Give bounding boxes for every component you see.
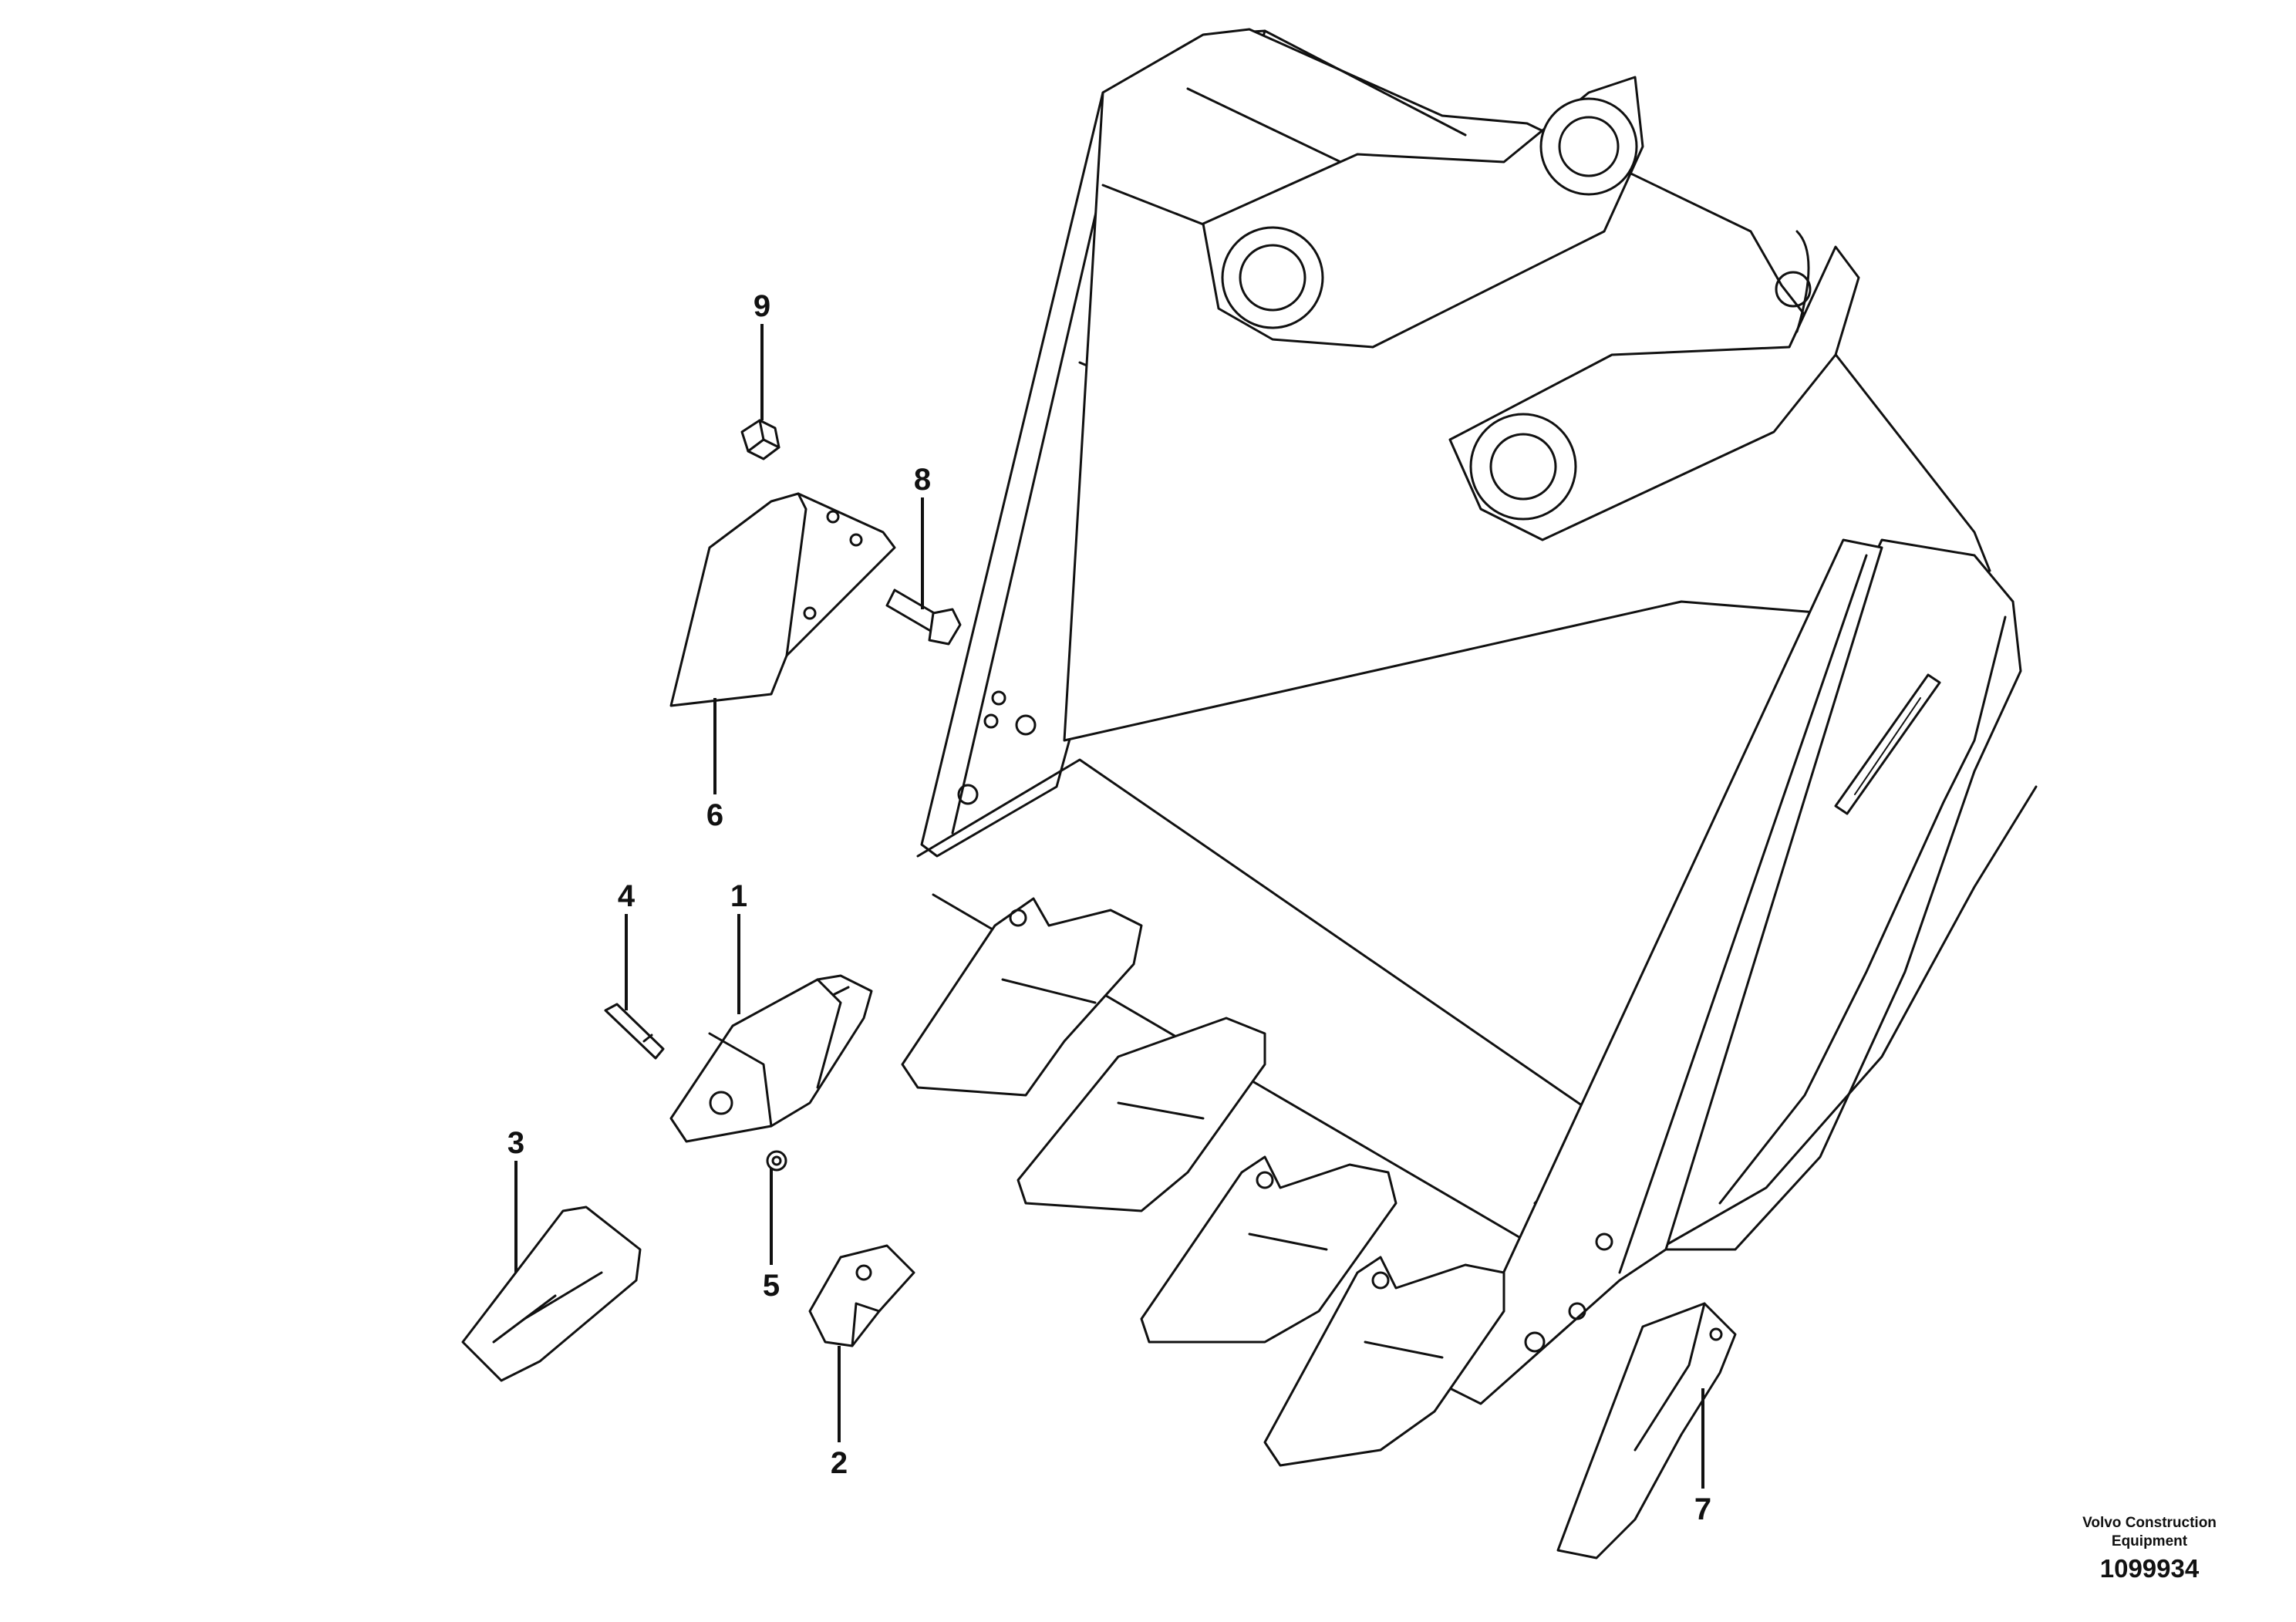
callout-5: 5 (763, 1269, 780, 1303)
brand-line-1: Volvo Construction (2082, 1515, 2217, 1531)
bucket-body (916, 28, 2038, 1405)
part-9-nut (740, 419, 781, 460)
part-3-tooth-tip (461, 1206, 642, 1382)
part-8-bolt (885, 588, 962, 646)
mounting-lugs (1202, 76, 1860, 541)
callout-7: 7 (1694, 1492, 1711, 1526)
leader-lines (514, 324, 1704, 1489)
callout-8: 8 (914, 463, 931, 497)
part-2-wear-cap (808, 1244, 915, 1347)
brand-line-2: Equipment (2111, 1533, 2188, 1549)
bucket-teeth (901, 897, 1505, 1467)
callout-2: 2 (831, 1446, 848, 1480)
callout-6: 6 (706, 798, 723, 832)
illustration-number: 1099934 (2099, 1554, 2200, 1583)
part-1-adapter (669, 974, 873, 1143)
brand-caption: Volvo Construction Equipment (2057, 1514, 2242, 1551)
part-6-side-cutter (669, 492, 896, 707)
callout-4: 4 (618, 879, 636, 913)
callout-1: 1 (730, 879, 747, 913)
part-7-side-cutter (1556, 1302, 1737, 1560)
callout-3: 3 (507, 1126, 524, 1160)
callout-9: 9 (754, 289, 770, 323)
part-4-retaining-pin (604, 1003, 665, 1060)
callout-labels: 9 8 6 4 1 5 3 2 7 (507, 289, 1711, 1526)
part-5-lock-washer (766, 1150, 787, 1172)
volvo-logo (1834, 673, 1941, 815)
